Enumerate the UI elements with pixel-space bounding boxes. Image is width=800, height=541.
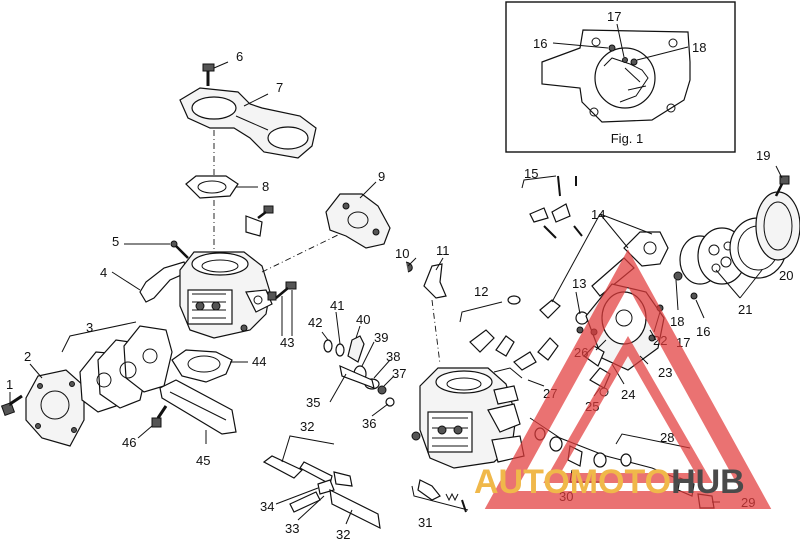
part-1-screw — [0, 394, 23, 417]
fuel-hoses — [262, 455, 381, 530]
part-10-clip — [405, 261, 413, 273]
inset-caption: Fig. 1 — [611, 131, 644, 146]
part-37-nut — [377, 385, 387, 395]
callout-3: 3 — [86, 320, 93, 335]
part-6-screw — [202, 63, 215, 86]
callout-11: 11 — [436, 243, 450, 258]
part-42-washer — [323, 339, 333, 353]
callout-5: 5 — [112, 234, 119, 249]
callout-34: 34 — [260, 499, 274, 514]
callout-44: 44 — [252, 354, 266, 369]
callout-42: 42 — [308, 315, 322, 330]
callout-4: 4 — [100, 265, 107, 280]
carb-top-screws — [245, 205, 274, 237]
inset-bore — [594, 47, 656, 109]
callout-6: 6 — [236, 49, 243, 64]
part-12-linkage-set — [459, 295, 559, 379]
part-8-gasket — [185, 175, 239, 199]
callout-16: 16 — [696, 324, 710, 339]
part-46-screw — [151, 405, 168, 428]
callout-28: 28 — [660, 430, 674, 445]
part-15-screws — [521, 175, 583, 239]
callout-45: 45 — [196, 453, 210, 468]
part-19-screw — [774, 175, 790, 197]
callout-12: 12 — [474, 284, 488, 299]
part-40-lever — [347, 335, 365, 363]
watermark-triangle-inner — [543, 335, 713, 483]
automotohub-watermark: AUTOMOTOHUB — [474, 249, 772, 509]
part-20-outer-cover — [755, 191, 800, 261]
part-7-adapter-plate — [179, 87, 317, 159]
part-9-pump-body — [325, 193, 391, 249]
callout-35: 35 — [306, 395, 320, 410]
part-35-shaft — [339, 364, 375, 389]
inset-screw-16 — [608, 44, 616, 52]
inset-washer-18 — [630, 58, 638, 66]
callout-46: 46 — [122, 435, 136, 450]
callout-31: 31 — [418, 515, 432, 530]
inset-spring-17 — [622, 57, 628, 63]
part-2-pump-cover — [25, 369, 85, 447]
watermark-triangle-outer — [484, 249, 772, 509]
watermark-text-automoto: AUTOMOTO — [474, 463, 671, 501]
callout-36: 36 — [362, 416, 376, 431]
part-21-diaphragm-set — [679, 217, 787, 285]
part-13-fittings — [539, 299, 589, 334]
watermark-text-hub: HUB — [671, 463, 745, 501]
callout-10: 10 — [395, 246, 409, 261]
carburetor-body-lower — [411, 367, 525, 469]
part-18-washer — [673, 271, 683, 281]
callout-18-inset: 18 — [692, 40, 706, 55]
callout-1: 1 — [6, 377, 13, 392]
callout-16-inset: 16 — [533, 36, 547, 51]
callout-37: 37 — [392, 366, 406, 381]
callout-7: 7 — [276, 80, 283, 95]
callout-24: 24 — [621, 387, 635, 402]
part-31-needle-set — [411, 479, 469, 513]
callout-40: 40 — [356, 312, 370, 327]
callout-15: 15 — [524, 166, 538, 181]
part-41-washer — [335, 343, 345, 357]
callout-14: 14 — [591, 207, 605, 222]
watermark-text: AUTOMOTOHUB — [474, 463, 745, 501]
callout-8: 8 — [262, 179, 269, 194]
callout-20: 20 — [779, 268, 793, 283]
part-44-gasket — [171, 349, 233, 383]
callout-43: 43 — [280, 335, 294, 350]
throttle-lever-parts — [323, 335, 395, 407]
callout-2: 2 — [24, 349, 31, 364]
callout-21: 21 — [738, 302, 752, 317]
callout-32-top: 32 — [300, 419, 314, 434]
callout-41: 41 — [330, 298, 344, 313]
part-43-screws — [267, 281, 297, 301]
callout-17-inset: 17 — [607, 9, 621, 24]
inset-fig-1: Fig. 1 — [505, 1, 736, 153]
callout-13: 13 — [572, 276, 586, 291]
part-3-gasket-set — [79, 325, 173, 413]
callout-19: 19 — [756, 148, 770, 163]
callout-38: 38 — [386, 349, 400, 364]
callout-9: 9 — [378, 169, 385, 184]
part-16-screw — [690, 292, 698, 300]
callout-39: 39 — [374, 330, 388, 345]
carburetor-body-upper — [179, 251, 273, 339]
callout-23: 23 — [658, 365, 672, 380]
callout-32-bottom: 32 — [336, 527, 350, 541]
part-11-bracket — [423, 263, 447, 299]
callout-18: 18 — [670, 314, 684, 329]
callouts: 1 2 3 4 5 6 7 8 9 10 11 12 13 14 15 16 1… — [6, 9, 793, 541]
part-5-screw — [170, 240, 189, 259]
callout-33: 33 — [285, 521, 299, 536]
part-45-bracket — [159, 379, 237, 435]
